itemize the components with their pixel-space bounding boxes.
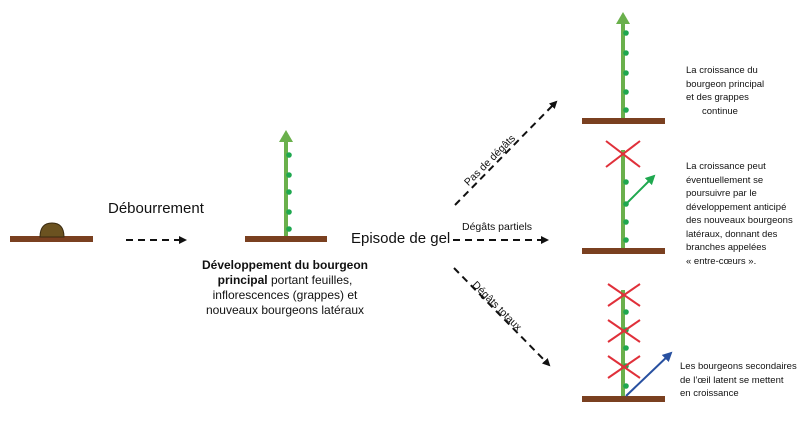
soil-bar <box>582 396 665 402</box>
outcome-text-partial-damage: La croissance peut éventuellement se pou… <box>686 160 793 268</box>
node-dot <box>623 70 629 76</box>
shoot-tip-arrow-icon <box>616 12 630 24</box>
outcome-line: en croissance <box>680 388 739 399</box>
outcome-partial-damage-plant <box>582 140 665 254</box>
node-dot <box>286 172 292 178</box>
outcome-line: « entre-cœurs ». <box>686 255 757 267</box>
node-dot <box>623 383 629 389</box>
outcome-line: continue <box>702 105 738 117</box>
soil-bar <box>245 236 327 242</box>
node-dot <box>286 209 292 215</box>
node-dot <box>623 309 629 315</box>
caption-rest: portant feuilles, inflorescences (grappe… <box>205 273 365 317</box>
node-dot <box>623 219 629 225</box>
outcome-line: branches appelées <box>686 242 767 253</box>
soil-bar <box>582 248 665 254</box>
outcome-line: poursuivre par le <box>686 188 757 199</box>
outcome-line: La croissance du <box>686 65 758 76</box>
lateral-shoot-arrow <box>625 174 656 205</box>
stage-main-shoot <box>245 130 327 242</box>
soil-bar <box>582 118 665 124</box>
label-partial-damage: Dégâts partiels <box>462 221 533 233</box>
node-dot <box>286 189 292 195</box>
outcome-line: bourgeon principal <box>686 78 765 90</box>
outcome-total-damage-plant <box>582 283 673 402</box>
bud-icon <box>39 222 65 238</box>
outcome-line: éventuellement se <box>686 174 764 186</box>
soil-bar <box>10 236 93 242</box>
main-shoot-caption: Développement du bourgeon principal port… <box>200 258 370 318</box>
node-dot <box>286 152 292 158</box>
label-budburst: Débourrement <box>108 200 204 217</box>
stage-dormant-bud <box>10 222 93 242</box>
outcome-line: Les bourgeons secondaires <box>680 361 797 372</box>
node-dot <box>623 89 629 95</box>
shoot-tip-arrow-icon <box>279 130 293 142</box>
outcome-line: développement anticipé <box>686 201 787 213</box>
latent-bud-arrow <box>625 351 673 397</box>
cross-icon <box>607 355 641 379</box>
node-dot <box>623 107 629 113</box>
cross-icon <box>607 283 641 307</box>
outcome-text-no-damage: La croissance du bourgeon principal et d… <box>686 64 764 118</box>
node-dot <box>623 237 629 243</box>
outcome-line: latéraux, donnant des <box>686 228 778 240</box>
node-dot <box>286 226 292 232</box>
outcome-line: et des grappes <box>686 92 749 103</box>
outcome-line: de l’œil latent se mettent <box>680 374 784 386</box>
outcome-text-total-damage: Les bourgeons secondaires de l’œil laten… <box>680 360 797 401</box>
outcome-no-damage-plant <box>582 12 665 124</box>
node-dot <box>623 179 629 185</box>
arrow-total-damage <box>453 267 551 367</box>
node-dot <box>623 30 629 36</box>
arrow-no-damage <box>454 100 558 206</box>
cross-icon <box>605 140 641 168</box>
caption-bold: Développement du bourgeon principal <box>201 258 368 287</box>
outcome-line: La croissance peut <box>686 161 766 172</box>
outcome-line: des nouveaux bourgeons <box>686 215 793 226</box>
node-dot <box>623 50 629 56</box>
cross-icon <box>607 319 641 343</box>
label-frost-event: Episode de gel <box>351 230 451 247</box>
node-dot <box>623 345 629 351</box>
